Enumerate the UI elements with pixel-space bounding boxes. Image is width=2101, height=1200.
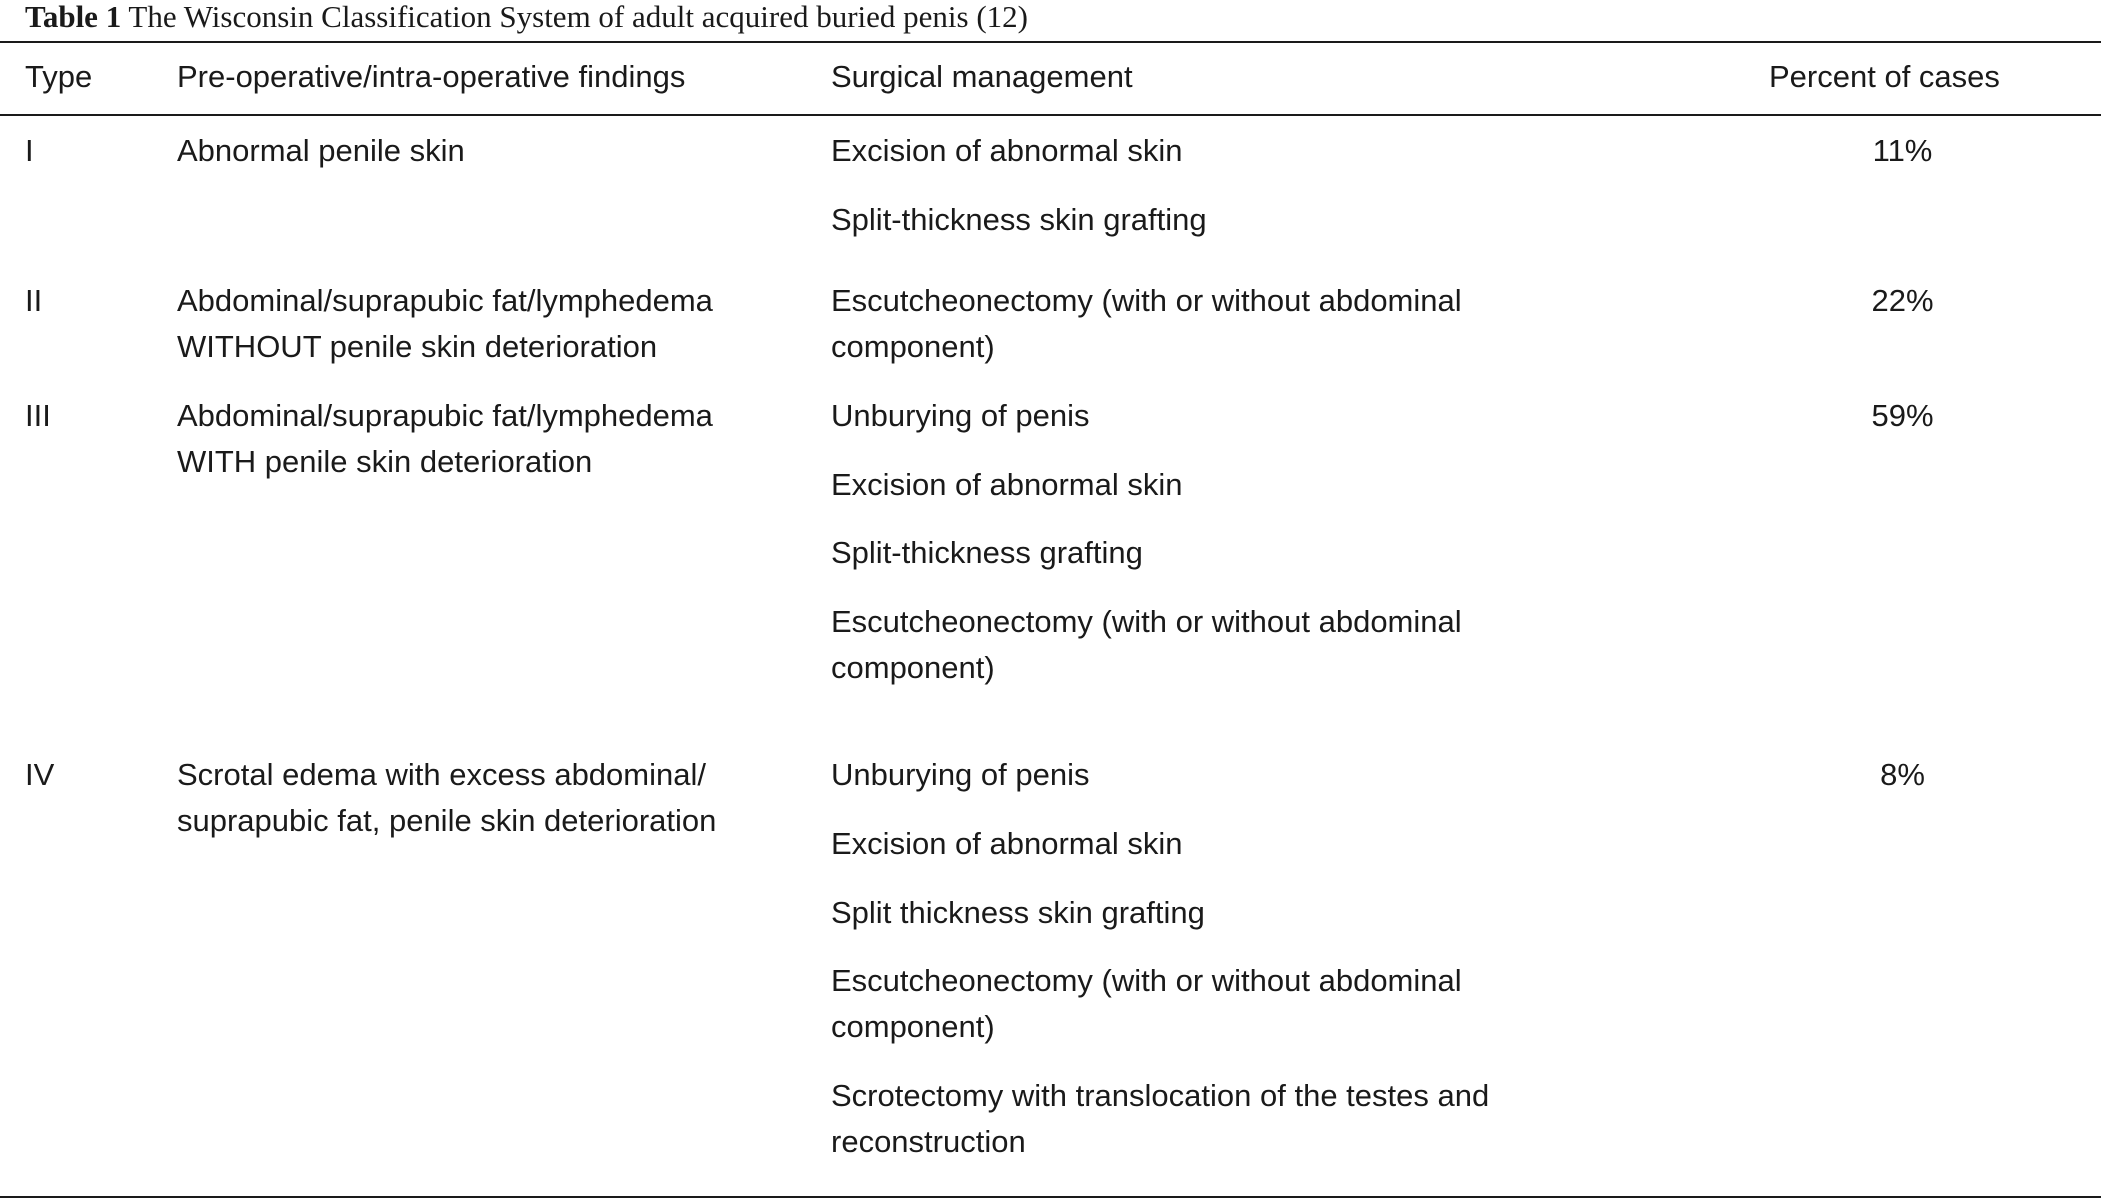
row-3-percent: 59% xyxy=(1871,398,1934,433)
row-4-management-5-line-2: reconstruction xyxy=(831,1124,1026,1159)
header-percent: Percent of cases xyxy=(1769,59,2000,94)
row-3-management-2: Excision of abnormal skin xyxy=(831,467,1183,502)
row-4-findings-line-2: suprapubic fat, penile skin deterioratio… xyxy=(177,803,717,838)
row-2-management-1-line-2: component) xyxy=(831,329,995,364)
row-4-management-1: Unburying of penis xyxy=(831,757,1090,792)
header-type: Type xyxy=(25,59,93,94)
table-bottom-rule xyxy=(0,1196,2101,1198)
row-3-management-3: Split-thickness grafting xyxy=(831,535,1143,570)
table-caption-label: Table 1 xyxy=(25,0,122,34)
row-4-type: IV xyxy=(25,757,55,792)
table-header-rule xyxy=(0,114,2101,116)
row-2-findings-line-2: WITHOUT penile skin deterioration xyxy=(177,329,658,364)
row-3-findings-line-2: WITH penile skin deterioration xyxy=(177,444,593,479)
row-2-percent: 22% xyxy=(1871,283,1934,318)
row-3-management-4-line-1: Escutcheonectomy (with or without abdomi… xyxy=(831,604,1462,639)
header-management: Surgical management xyxy=(831,59,1133,94)
table-caption-text: The Wisconsin Classification System of a… xyxy=(128,0,1028,34)
row-4-management-5-line-1: Scrotectomy with translocation of the te… xyxy=(831,1078,1490,1113)
table-top-rule xyxy=(0,41,2101,43)
row-4-management-3: Split thickness skin grafting xyxy=(831,895,1205,930)
table-caption: Table 1 The Wisconsin Classification Sys… xyxy=(25,0,1028,36)
row-2-management-1-line-1: Escutcheonectomy (with or without abdomi… xyxy=(831,283,1462,318)
row-1-management-1: Excision of abnormal skin xyxy=(831,133,1183,168)
row-4-management-2: Excision of abnormal skin xyxy=(831,826,1183,861)
row-2-type: II xyxy=(25,283,43,318)
row-1-management-2: Split-thickness skin grafting xyxy=(831,202,1207,237)
header-findings: Pre-operative/intra-operative findings xyxy=(177,59,686,94)
row-4-percent: 8% xyxy=(1880,757,1925,792)
row-1-type: I xyxy=(25,133,34,168)
row-3-type: III xyxy=(25,398,51,433)
row-1-percent: 11% xyxy=(1872,133,1933,168)
row-3-findings-line-1: Abdominal/suprapubic fat/lymphedema xyxy=(177,398,713,433)
row-3-management-1: Unburying of penis xyxy=(831,398,1090,433)
row-2-findings-line-1: Abdominal/suprapubic fat/lymphedema xyxy=(177,283,713,318)
row-3-management-4-line-2: component) xyxy=(831,650,995,685)
row-4-management-4-line-2: component) xyxy=(831,1009,995,1044)
row-4-findings-line-1: Scrotal edema with excess abdominal/ xyxy=(177,757,706,792)
row-1-findings-line-1: Abnormal penile skin xyxy=(177,133,465,168)
row-4-management-4-line-1: Escutcheonectomy (with or without abdomi… xyxy=(831,963,1462,998)
